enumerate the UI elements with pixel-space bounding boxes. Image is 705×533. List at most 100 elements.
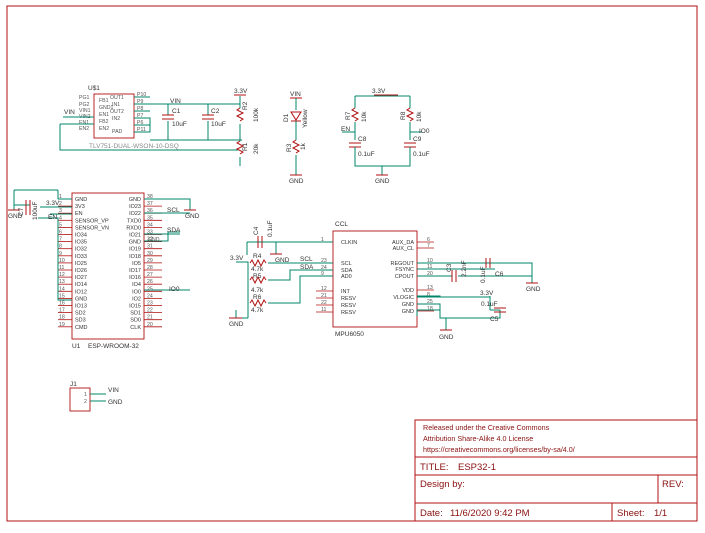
pin-number: 11 (59, 265, 64, 271)
u2-value: MPU6050 (335, 331, 364, 338)
title-block: Released under the Creative Commons Attr… (414, 419, 698, 522)
u1-gnd-pin-label: GND (148, 237, 160, 243)
pin-number: 23 (147, 301, 153, 307)
pin-name: IO12 (75, 289, 87, 295)
pin-number: 12 (321, 286, 327, 292)
r1-ref: R1 (242, 142, 249, 151)
pin-number: 6 (59, 230, 62, 236)
c4-gnd-label: GND (275, 257, 290, 264)
pin-number: 7 (427, 243, 430, 249)
pin-name: SD3 (75, 318, 86, 324)
r1-value: 20k (253, 143, 260, 154)
pin-name: SDA (341, 268, 353, 274)
u3-lpin: PG2 (79, 102, 89, 108)
d1-value: Yellow (302, 109, 309, 128)
pin-number: 25 (427, 299, 433, 305)
pin-name: GND (75, 197, 87, 203)
u3-ipin: OUT2 (110, 109, 124, 115)
c5-symbol (494, 307, 506, 313)
u1-sda-label: SDA (167, 227, 181, 234)
license-line-2: Attribution Share-Alike 4.0 License (423, 434, 533, 443)
u2-body (332, 230, 418, 328)
u1-v33-label: 3.3V (46, 200, 60, 207)
pin-name: IO33 (75, 254, 87, 260)
sheet-frame (6, 5, 698, 522)
pin-name: VDD (402, 288, 414, 294)
r2-ref: R2 (242, 101, 249, 110)
pin-number: 24 (147, 293, 153, 299)
pin-number: 18 (59, 315, 65, 321)
c4-wire (262, 241, 333, 254)
pin-name: IO14 (75, 282, 87, 288)
pin-number: 9 (321, 271, 324, 277)
c7-ref: C7 (18, 207, 25, 216)
c9-symbol (404, 142, 416, 148)
pin-name: IO5 (132, 261, 141, 267)
pin-number: 13 (59, 279, 65, 285)
r4-value: 4.7k (251, 266, 264, 273)
pin-number: 31 (147, 244, 153, 250)
led-indicator: VIN D1 Yellow R3 1k GND (283, 91, 309, 185)
u3-rpin: P8 (137, 106, 143, 112)
u1-value: ESP-WROOM-32 (88, 343, 139, 350)
r3-value: 1k (300, 142, 307, 150)
c2-value: 10uF (211, 121, 226, 128)
pin-number: 29 (147, 258, 153, 264)
io0-net-label: IO0 (419, 128, 430, 135)
pin-name: IO4 (132, 282, 141, 288)
regulator-output-network: VIN 3.3V C1 10uF C2 10uF R2 100k R1 20k (150, 88, 260, 166)
u3-lpin: VIN1 (79, 108, 91, 114)
pullup-gnd-label: GND (375, 178, 390, 185)
r8-value: 10k (416, 111, 423, 122)
pin-name: IO19 (129, 247, 141, 253)
r7-symbol (350, 107, 360, 122)
pin-name: SENSOR_VP (75, 218, 109, 224)
pin-name: TXD0 (127, 218, 141, 224)
license-line-3: https://creativecommons.org/licenses/by-… (423, 445, 575, 454)
pin-name: CPOUT (395, 274, 415, 280)
pin-name: IO13 (75, 304, 87, 310)
pin-number: 8 (427, 292, 430, 298)
pin-number: 22 (321, 300, 327, 306)
r7-ref: R7 (345, 111, 352, 120)
title-label: TITLE: (420, 462, 449, 473)
pin-number: 30 (147, 251, 153, 257)
u3-rpin: P9 (137, 99, 143, 105)
pin-number: 37 (147, 201, 153, 207)
c8-value: 0.1uF (358, 151, 375, 158)
r5-ref: R5 (253, 273, 262, 280)
pin-name: CLKIN (341, 240, 357, 246)
u3-lpin: EN2 (79, 126, 89, 132)
u3-vin-label: VIN (64, 109, 75, 116)
pin-name: IO34 (75, 233, 87, 239)
u1-ref: U1 (72, 343, 81, 350)
u3-ipin: EN2 (99, 126, 109, 132)
pin-number: 2 (59, 201, 62, 207)
sheet-label: Sheet: (617, 508, 644, 519)
u1-scl-label: SCL (167, 207, 180, 214)
pin-name: IO26 (75, 268, 87, 274)
pin-name: IO21 (129, 233, 141, 239)
pin-name: VLOGIC (393, 295, 414, 301)
pin-name: SENSOR_VN (75, 225, 109, 231)
u3-ipin: OUT1 (110, 95, 124, 101)
pin-name: RXD0 (126, 225, 141, 231)
mpu-sda-label: SDA (300, 264, 314, 271)
en-net-label: EN (341, 126, 350, 133)
pin-name: SD2 (75, 311, 86, 317)
u3-body (93, 93, 135, 139)
pin-name: 3V3 (75, 204, 85, 210)
power-connector-j1: J1 1 2 VIN GND (69, 381, 123, 412)
u3-ref: U$1 (88, 85, 100, 92)
mpu-gnd-right-label: GND (526, 286, 541, 293)
r4-symbol (249, 258, 267, 268)
pin-number: 9 (59, 251, 62, 257)
date-label: Date: (420, 508, 443, 519)
pin-name: IO32 (75, 247, 87, 253)
c7-value: 100uF (32, 202, 39, 220)
led-gnd-label: GND (289, 178, 304, 185)
c1-ref: C1 (172, 108, 181, 115)
c3-symbol (485, 258, 491, 268)
r6-value: 4.7k (251, 307, 264, 314)
pin-name: GND (129, 197, 141, 203)
